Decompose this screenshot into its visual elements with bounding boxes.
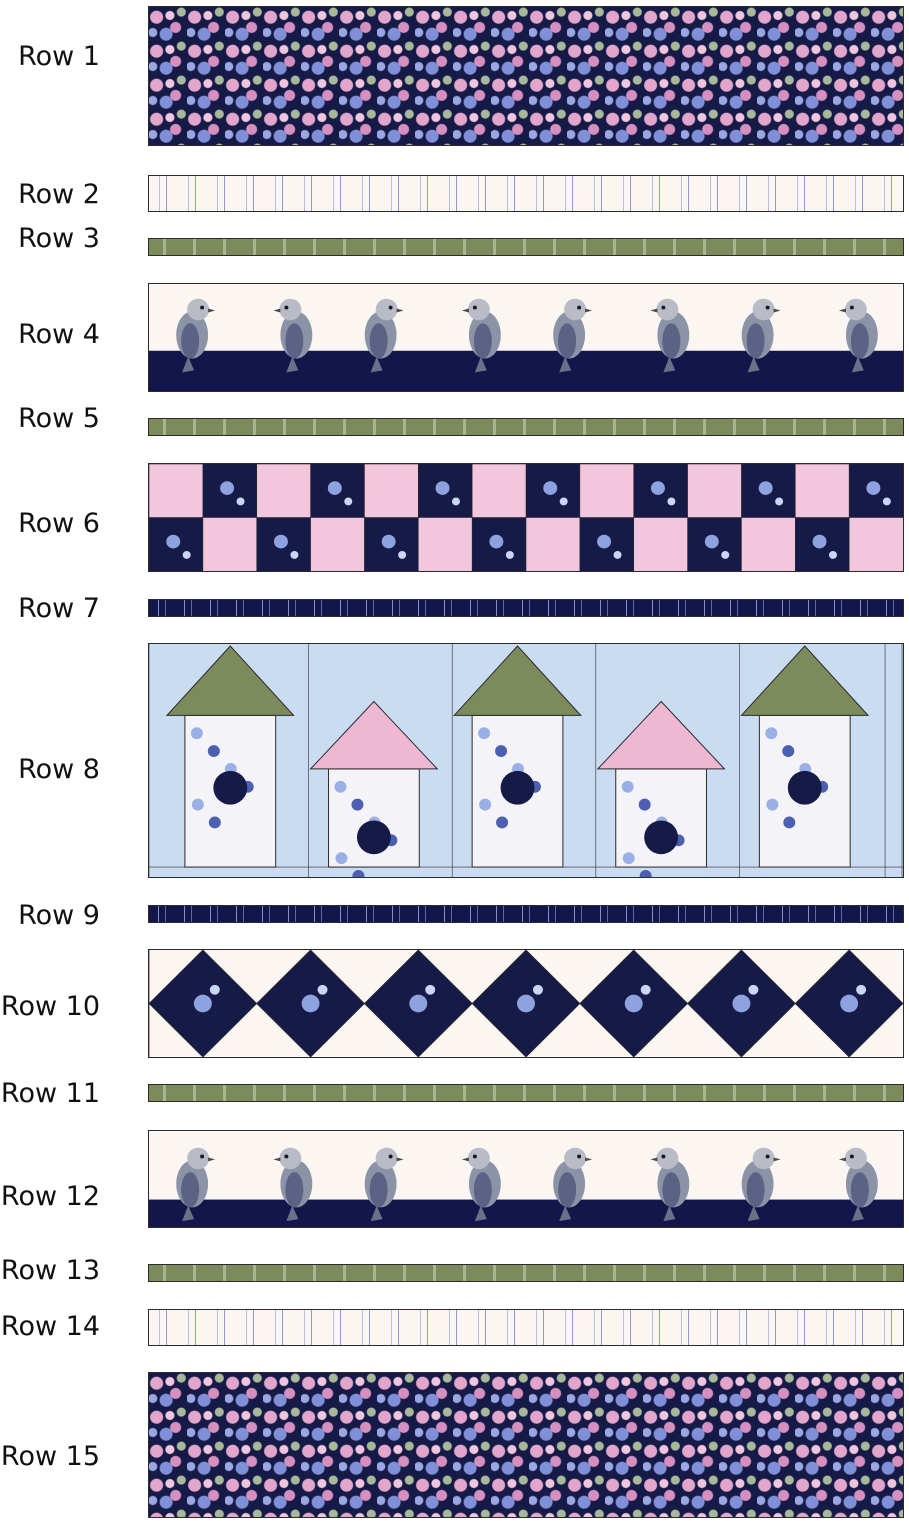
row-7-navy-strip — [148, 599, 904, 617]
pink-square — [795, 464, 849, 518]
row-10-diamond-svg — [149, 950, 903, 1057]
row-8-birdhouse-panel — [148, 643, 904, 878]
pink-square — [311, 518, 365, 572]
birdhouse-hole-icon — [644, 820, 678, 854]
pink-square — [149, 464, 203, 518]
row-6-checkerboard — [148, 463, 904, 572]
pink-square — [526, 518, 580, 572]
birdhouse-hole-icon — [501, 771, 535, 805]
birdhouse-hole-icon — [213, 771, 247, 805]
row-2-cream-stripe — [148, 175, 904, 212]
row-1-label: Row 1 — [0, 42, 100, 72]
row-1-floral-border — [148, 6, 904, 146]
pink-square — [849, 518, 903, 572]
row-10-label: Row 10 — [0, 992, 100, 1022]
row-2-label: Row 2 — [0, 180, 100, 210]
row-9-navy-strip — [148, 905, 904, 923]
row-3-green-strip — [148, 238, 904, 256]
row-5-green-strip — [148, 418, 904, 436]
pink-square — [257, 464, 311, 518]
row-4-bird-svg — [149, 284, 903, 391]
row-7-label: Row 7 — [0, 594, 100, 624]
birdhouse-hole-icon — [788, 771, 822, 805]
pink-square — [580, 464, 634, 518]
row-8-birdhouse-svg — [149, 644, 903, 877]
row-13-label: Row 13 — [0, 1256, 100, 1286]
row-15-label: Row 15 — [0, 1442, 100, 1472]
row-12-bird-panel — [148, 1130, 904, 1228]
row-6-check-svg — [149, 464, 903, 571]
row-10-diamond-panel — [148, 949, 904, 1058]
pink-square — [364, 464, 418, 518]
row-4-bird-panel — [148, 283, 904, 392]
pink-square — [741, 518, 795, 572]
row-3-label: Row 3 — [0, 224, 100, 254]
pink-square — [418, 518, 472, 572]
birdhouse-hole-icon — [357, 820, 391, 854]
row-14-label: Row 14 — [0, 1312, 100, 1342]
pink-square — [688, 464, 742, 518]
row-11-label: Row 11 — [0, 1079, 100, 1109]
row-4-label: Row 4 — [0, 320, 100, 350]
pink-square — [203, 518, 257, 572]
row-12-bird-svg — [149, 1131, 903, 1227]
row-6-label: Row 6 — [0, 509, 100, 539]
row-9-label: Row 9 — [0, 901, 100, 931]
row-11-green-strip — [148, 1084, 904, 1102]
row-5-label: Row 5 — [0, 404, 100, 434]
pink-square — [634, 518, 688, 572]
pink-square — [472, 464, 526, 518]
row-15-floral-border — [148, 1372, 904, 1518]
row-8-label: Row 8 — [0, 755, 100, 785]
row-14-cream-stripe — [148, 1309, 904, 1346]
row-12-label: Row 12 — [0, 1182, 100, 1212]
row-13-green-strip — [148, 1264, 904, 1282]
